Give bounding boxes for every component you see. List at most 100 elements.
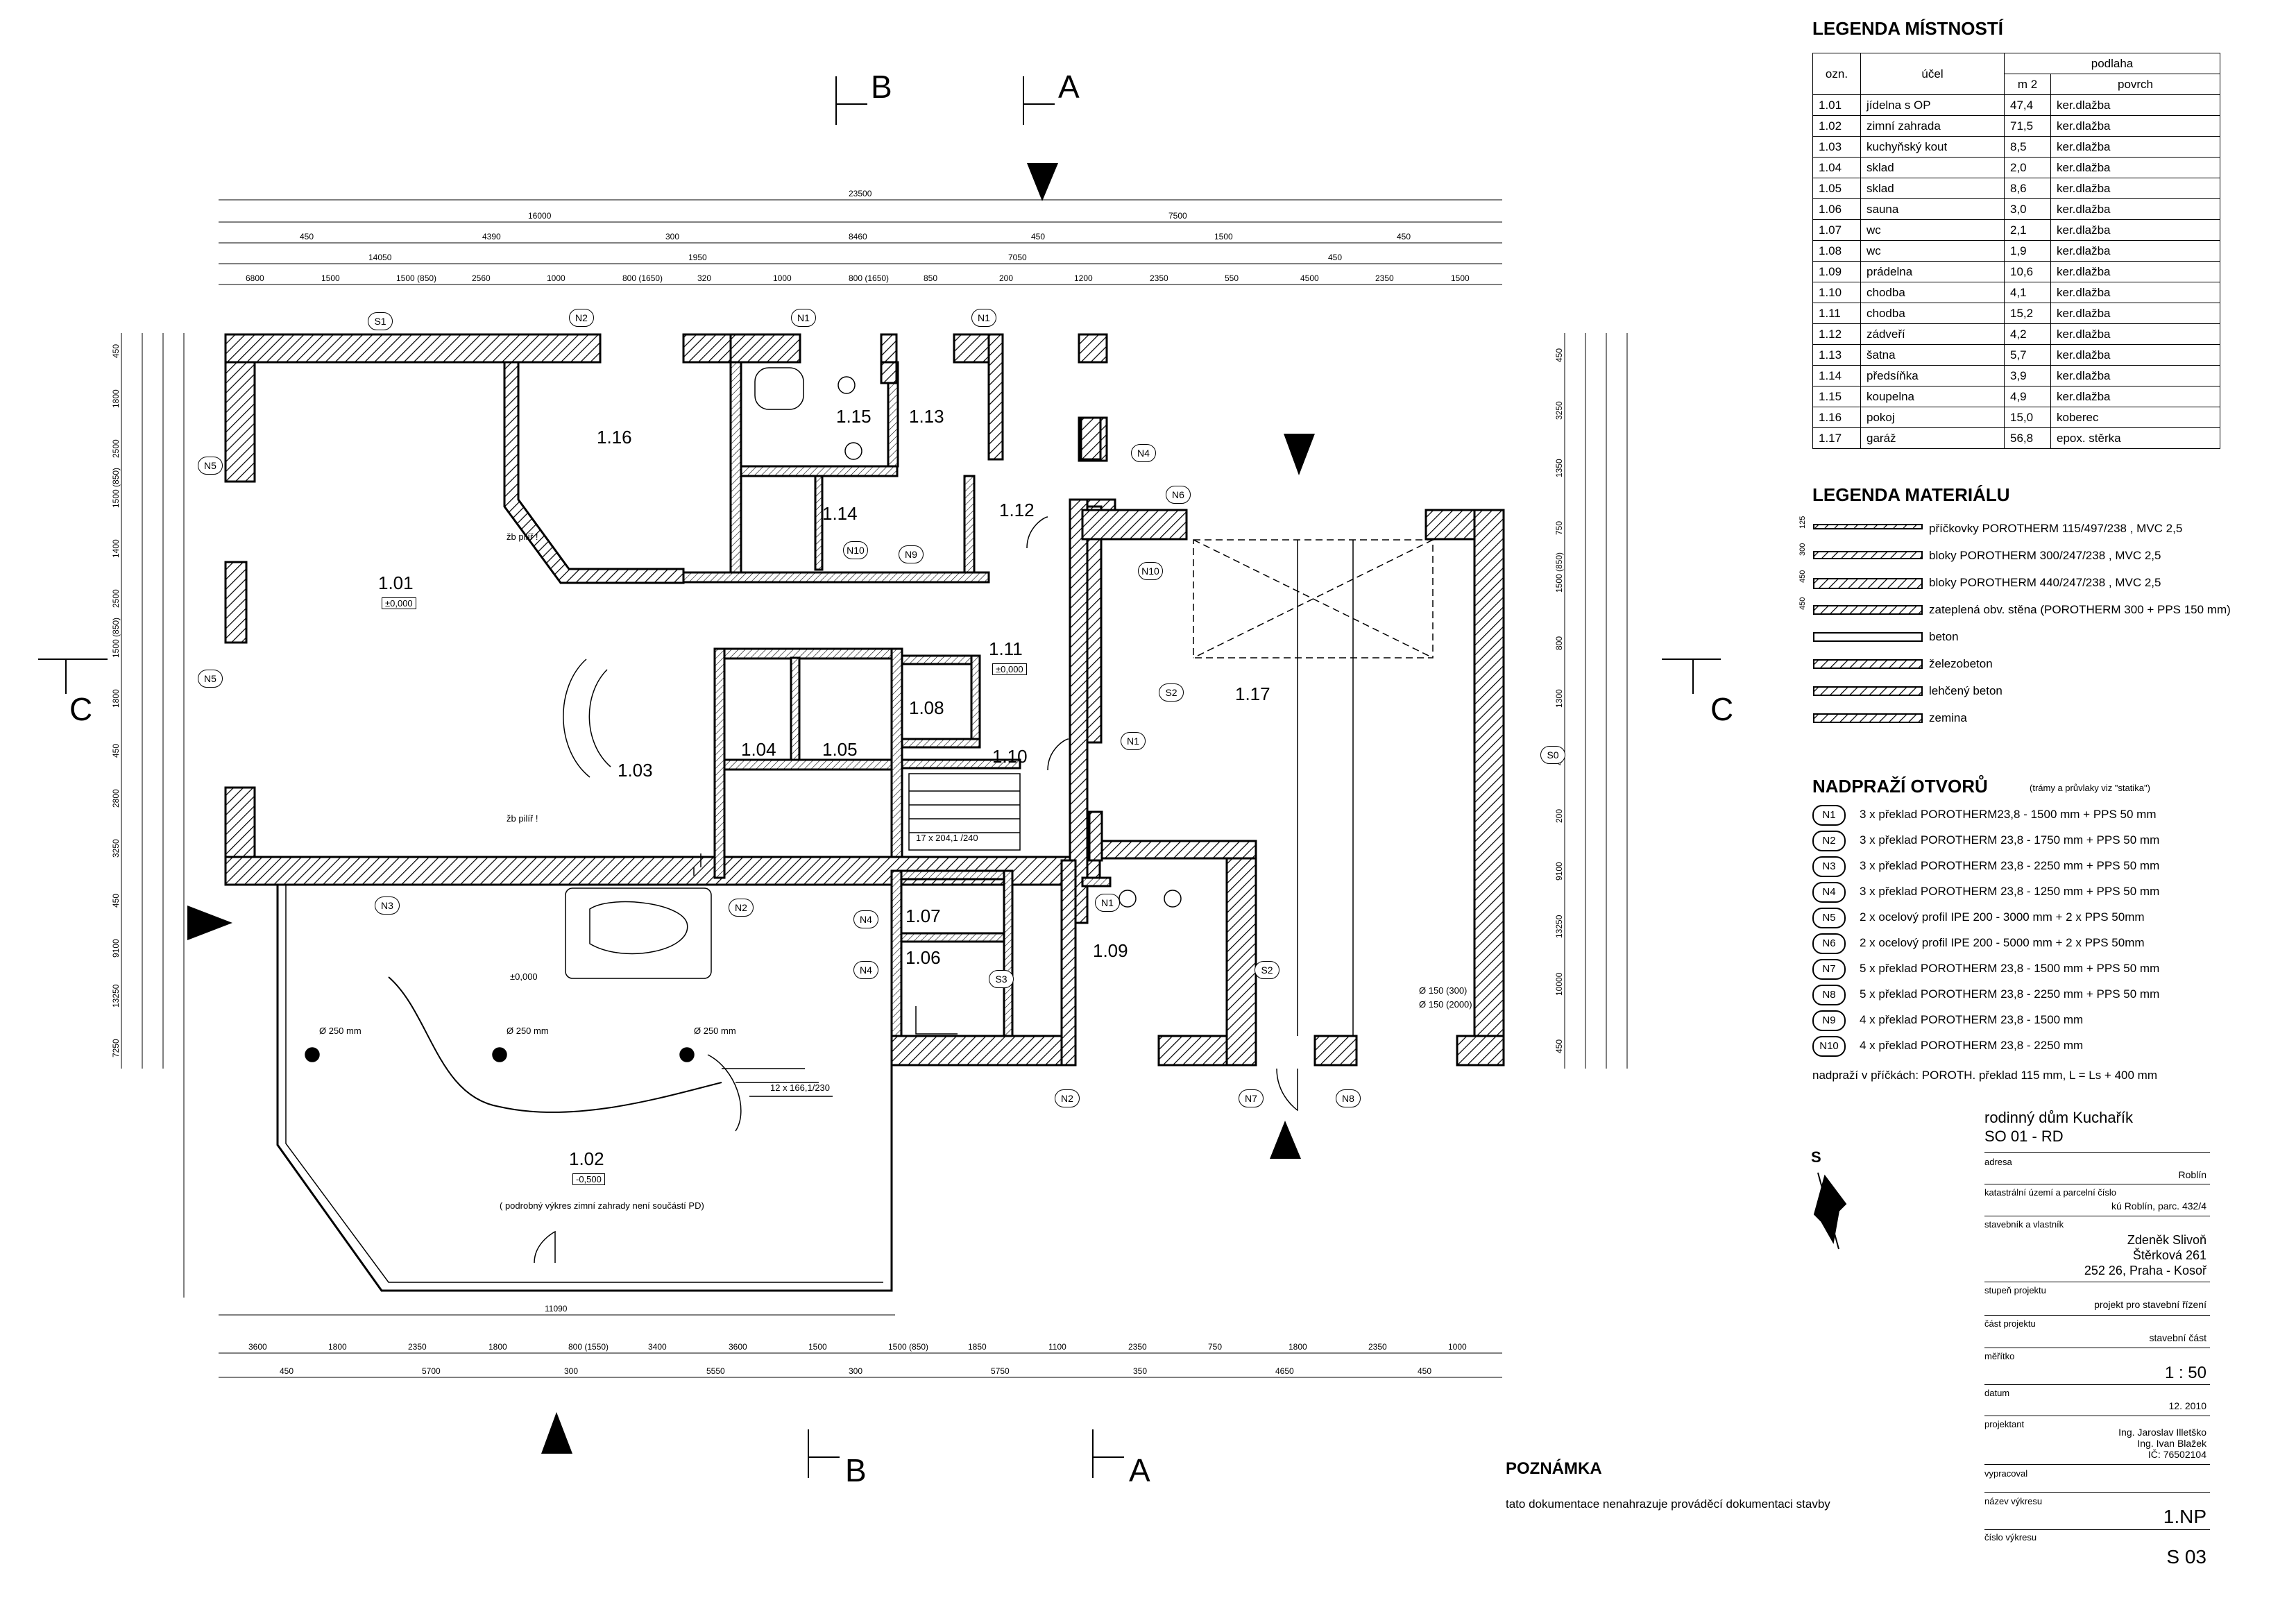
opening-marker: N8 (1336, 1089, 1361, 1107)
legend-room-cell: ker.dlažba (2050, 344, 2220, 366)
wall (1086, 505, 1103, 744)
wall (814, 475, 824, 571)
arrow-down-icon (1027, 163, 1058, 201)
wall (713, 647, 903, 660)
material-swatch (1813, 605, 1923, 615)
dimension-text: 450 (1554, 348, 1564, 362)
dimension-text: 1350 (1554, 459, 1564, 477)
wall (729, 333, 801, 364)
lintel-code: N1 (1812, 805, 1846, 826)
room-level: ±0,000 (992, 663, 1027, 675)
room-note: ( podrobný výkres zimní zahrady není sou… (500, 1200, 704, 1211)
wall (1069, 498, 1089, 924)
legend-room-cell: 4,9 (2004, 386, 2051, 407)
section-markers (38, 76, 1721, 1478)
wall (1313, 1035, 1358, 1067)
opening-marker: S3 (989, 970, 1014, 988)
dimension-text: 4650 (1275, 1366, 1294, 1376)
material-label: železobeton (1929, 657, 1993, 670)
legend-room-cell: ker.dlažba (2050, 282, 2220, 303)
pillar-label: žb pilíř ! (507, 813, 538, 824)
wall (1225, 852, 1257, 1067)
dimension-text: 1800 (111, 689, 121, 708)
north-label: S (1811, 1148, 1821, 1166)
legend-room-cell: zádveří (1860, 323, 2005, 345)
note-text: tato dokumentace nenahrazuje prováděcí d… (1506, 1497, 1830, 1511)
dimension-text: 14050 (368, 253, 392, 262)
room-number: 1.09 (1093, 940, 1128, 961)
tb-label: název výkresu (1984, 1496, 2043, 1506)
dimension-text: 7250 (111, 1039, 121, 1057)
dimension-text: 2350 (1150, 273, 1168, 283)
dimension-text: 450 (300, 232, 314, 241)
north-arrow-icon (1813, 1172, 1847, 1250)
legend-lintels-subtitle: (trámy a průvlaky viz "statika") (2030, 783, 2150, 793)
material-swatch (1813, 713, 1923, 723)
wall (987, 333, 1004, 461)
dimension-text: 450 (1328, 253, 1343, 262)
wall (880, 361, 898, 384)
room-number: 1.10 (992, 746, 1028, 767)
wall (901, 758, 1021, 770)
wall (790, 656, 801, 763)
drawing-name: 1.NP (2163, 1506, 2206, 1527)
opening-marker: N1 (971, 309, 996, 327)
lintel-code: N3 (1812, 856, 1846, 877)
legend-room-cell: 1.17 (1812, 427, 1861, 449)
wall (880, 333, 898, 364)
chimney (224, 561, 248, 644)
legend-room-cell: 47,4 (2004, 94, 2051, 116)
dimension-lines (121, 199, 1628, 1378)
door-swing (1026, 516, 1048, 549)
dimension-text: 1200 (1074, 273, 1093, 283)
legend-room-cell: ker.dlažba (2050, 365, 2220, 386)
legend-materials-title: LEGENDA MATERIÁLU (1812, 484, 2010, 505)
lintel-code: N5 (1812, 908, 1846, 928)
lintel-code: N2 (1812, 831, 1846, 851)
divider (1984, 1315, 2210, 1316)
material-dim: 450 (1798, 570, 1807, 583)
section-label-b: B (845, 1452, 867, 1488)
dimension-text: 3250 (111, 839, 121, 858)
header-podlaha: podlaha (2004, 53, 2220, 74)
dimension-text: 1950 (688, 253, 707, 262)
section-label-a: A (1058, 69, 1080, 105)
legend-room-cell: šatna (1860, 344, 2005, 366)
kitchen-counter (588, 669, 611, 767)
garage-details (1193, 539, 1434, 1036)
legend-room-cell: epox. stěrka (2050, 427, 2220, 449)
header-m2: m 2 (2004, 74, 2051, 95)
dimension-text: 300 (849, 1366, 863, 1376)
wall (1003, 869, 1014, 1046)
lintel-desc: 4 x překlad POROTHERM 23,8 - 2250 mm (1860, 1039, 2084, 1052)
dimension-text: 5700 (422, 1366, 441, 1376)
dimension-text: 5550 (706, 1366, 725, 1376)
dimension-text: 3400 (648, 1342, 667, 1352)
tb-value: 12. 2010 (2168, 1400, 2207, 1411)
dimension-text: 2350 (408, 1342, 427, 1352)
legend-room-cell: sklad (1860, 157, 2005, 178)
wall (900, 932, 1014, 943)
opening-marker: N4 (1131, 444, 1156, 462)
dimension-text: 23500 (849, 189, 872, 198)
legend-room-cell: 15,0 (2004, 407, 2051, 428)
dimension-text: 3600 (248, 1342, 267, 1352)
room-number: 1.11 (989, 638, 1023, 659)
divider (1984, 1464, 2210, 1465)
dimension-text: 800 (1650) (622, 273, 663, 283)
material-label: zateplená obv. stěna (POROTHERM 300 + PP… (1929, 603, 2231, 616)
dimension-text: 300 (665, 232, 680, 241)
dimension-text: 450 (111, 743, 121, 758)
garage-door-swing (1276, 1068, 1298, 1112)
legend-room-cell: 1.02 (1812, 115, 1861, 137)
dimension-text: 800 (1650) (849, 273, 890, 283)
legend-rooms-title: LEGENDA MÍSTNOSTÍ (1812, 18, 2003, 39)
wall (901, 738, 981, 749)
legend-room-cell: 1.07 (1812, 219, 1861, 241)
